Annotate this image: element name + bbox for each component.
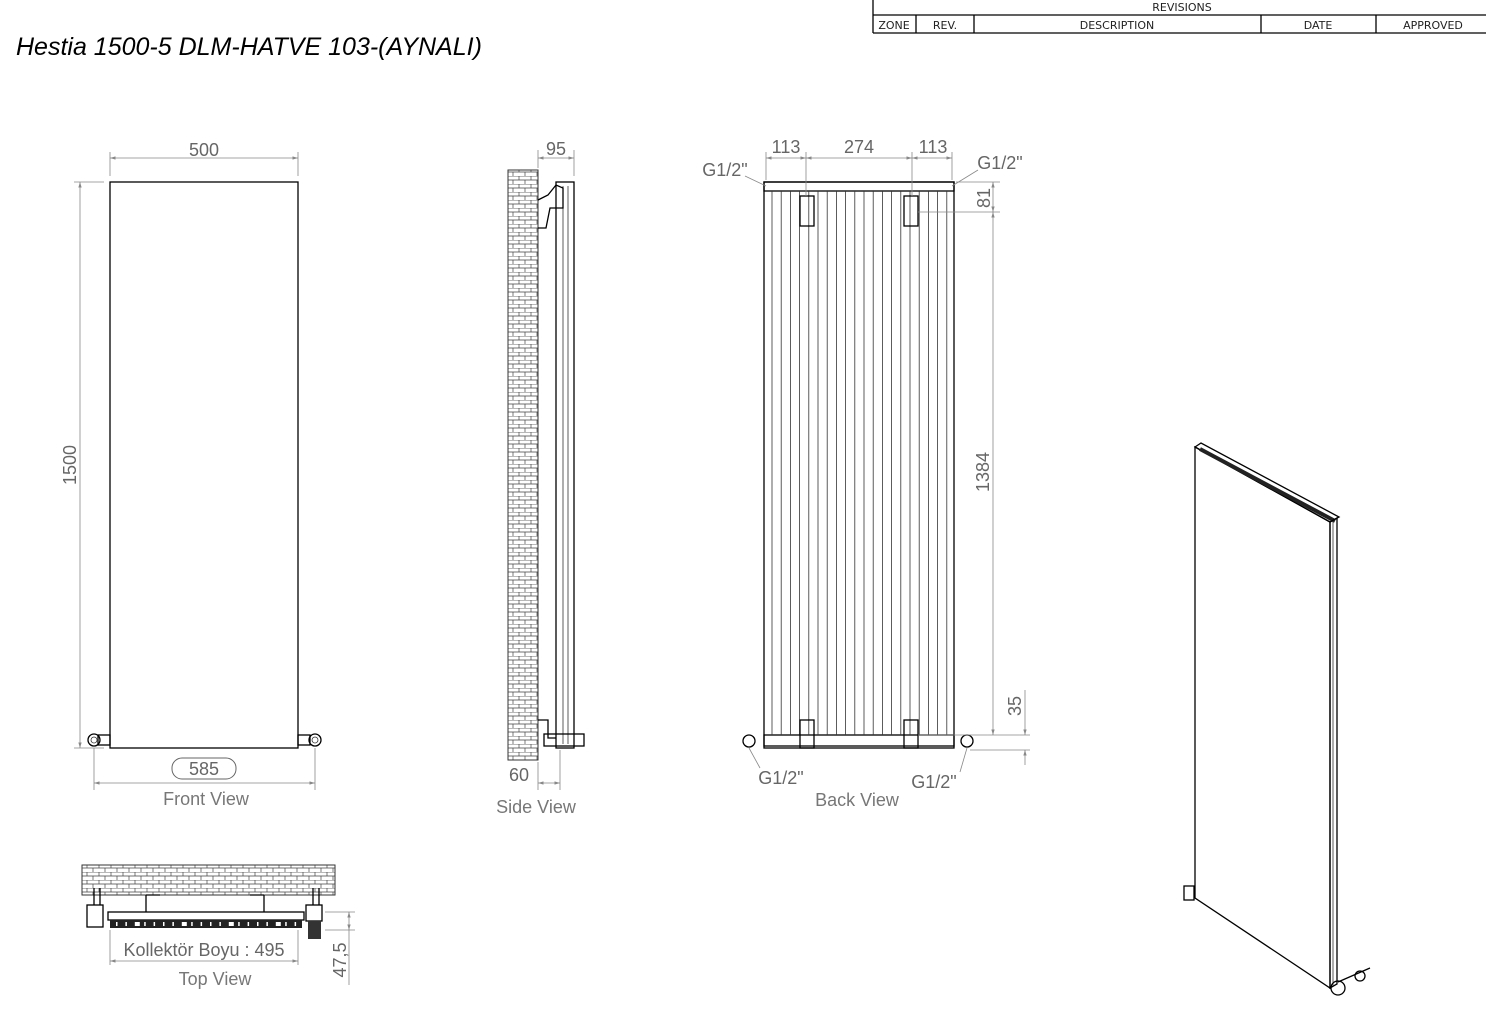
valve-right-icon bbox=[297, 733, 322, 747]
drawing-title: Hestia 1500-5 DLM-HATVE 103-(AYNALI) bbox=[16, 33, 482, 61]
bracket-top-right bbox=[903, 195, 919, 227]
iso-valve-left-icon bbox=[1183, 885, 1195, 901]
collector-slot bbox=[219, 922, 221, 926]
collector-slot bbox=[134, 922, 140, 926]
side-valve-icon bbox=[543, 733, 585, 747]
collector-slot bbox=[200, 922, 203, 926]
collector-slot bbox=[228, 922, 234, 926]
collector-slot bbox=[125, 922, 127, 926]
conn-bottom-left: G1/2" bbox=[758, 768, 803, 788]
collector-slot bbox=[144, 922, 146, 926]
collector-slot bbox=[285, 922, 287, 926]
wall-bracket-top bbox=[537, 184, 564, 229]
isometric-view bbox=[1183, 442, 1371, 996]
conn-bottom-right: G1/2" bbox=[911, 772, 956, 792]
side-view-label: Side View bbox=[496, 797, 577, 817]
bracket-bottom-left bbox=[799, 719, 815, 749]
collector-slot bbox=[294, 922, 297, 926]
collector-slot bbox=[172, 922, 174, 926]
top-valve-right-icon bbox=[305, 904, 323, 922]
bracket-bottom-right bbox=[903, 719, 919, 749]
collector-slot bbox=[257, 922, 259, 926]
revisions-header: REVISIONS bbox=[1152, 1, 1211, 14]
collector-slot bbox=[266, 922, 268, 926]
top-valve-cap-icon bbox=[308, 921, 321, 939]
collector-slot bbox=[191, 922, 193, 926]
tubes bbox=[771, 191, 948, 735]
collector-slot bbox=[181, 922, 187, 926]
dim-top-offset: 81 bbox=[974, 188, 994, 208]
front-view: 500 1500 585 Front View bbox=[60, 140, 322, 809]
iso-valve-right-icon bbox=[1330, 967, 1371, 996]
conn-top-left: G1/2" bbox=[702, 160, 747, 180]
collector-slots bbox=[116, 922, 297, 926]
dim-bracket-span: 274 bbox=[844, 137, 874, 157]
collector-slot bbox=[116, 922, 118, 926]
side-view: 95 60 Side View bbox=[496, 139, 585, 817]
back-view-label: Back View bbox=[815, 790, 900, 810]
collector-slot bbox=[163, 922, 165, 926]
dim-wall-offset: 60 bbox=[509, 765, 529, 785]
col-zone: ZONE bbox=[878, 19, 909, 32]
dim-width: 500 bbox=[189, 140, 219, 160]
valve-left-icon bbox=[87, 733, 111, 747]
conn-top-right: G1/2" bbox=[977, 153, 1022, 173]
back-view: 113 274 113 81 1384 35 G1/2" G1/2" G1/2"… bbox=[702, 137, 1030, 810]
col-description: DESCRIPTION bbox=[1080, 19, 1154, 32]
top-view-label: Top View bbox=[179, 969, 253, 989]
dim-right-offset: 113 bbox=[919, 137, 948, 157]
collector-slot bbox=[275, 922, 281, 926]
wall bbox=[507, 169, 539, 761]
top-valve-left-icon bbox=[86, 904, 104, 928]
collector-slot bbox=[210, 922, 212, 926]
front-view-label: Front View bbox=[163, 789, 250, 809]
revisions-table: REVISIONS ZONE REV. DESCRIPTION DATE APP… bbox=[872, 0, 1486, 34]
back-valve-left-icon bbox=[742, 734, 756, 748]
wall-bracket-bottom bbox=[538, 719, 556, 739]
dim-left-offset: 113 bbox=[772, 137, 801, 157]
collector-slot bbox=[238, 922, 240, 926]
col-date: DATE bbox=[1304, 19, 1333, 32]
col-approved: APPROVED bbox=[1403, 19, 1463, 32]
dim-collector-length: Kollektör Boyu : 495 bbox=[123, 940, 284, 960]
collector-slot bbox=[247, 922, 250, 926]
top-wall bbox=[81, 864, 336, 896]
dim-valve-span: 585 bbox=[189, 759, 219, 779]
col-rev: REV. bbox=[933, 19, 957, 32]
bracket-top-left bbox=[799, 195, 815, 227]
dim-top-depth: 47,5 bbox=[330, 942, 350, 977]
dim-bottom-offset: 35 bbox=[1005, 696, 1025, 716]
dim-bracket-height: 1384 bbox=[973, 452, 993, 492]
dim-height: 1500 bbox=[60, 445, 80, 485]
dim-depth: 95 bbox=[546, 139, 566, 159]
collector-slot bbox=[153, 922, 156, 926]
back-valve-right-icon bbox=[960, 734, 974, 748]
top-view: Kollektör Boyu : 495 47,5 Top View bbox=[81, 864, 355, 989]
